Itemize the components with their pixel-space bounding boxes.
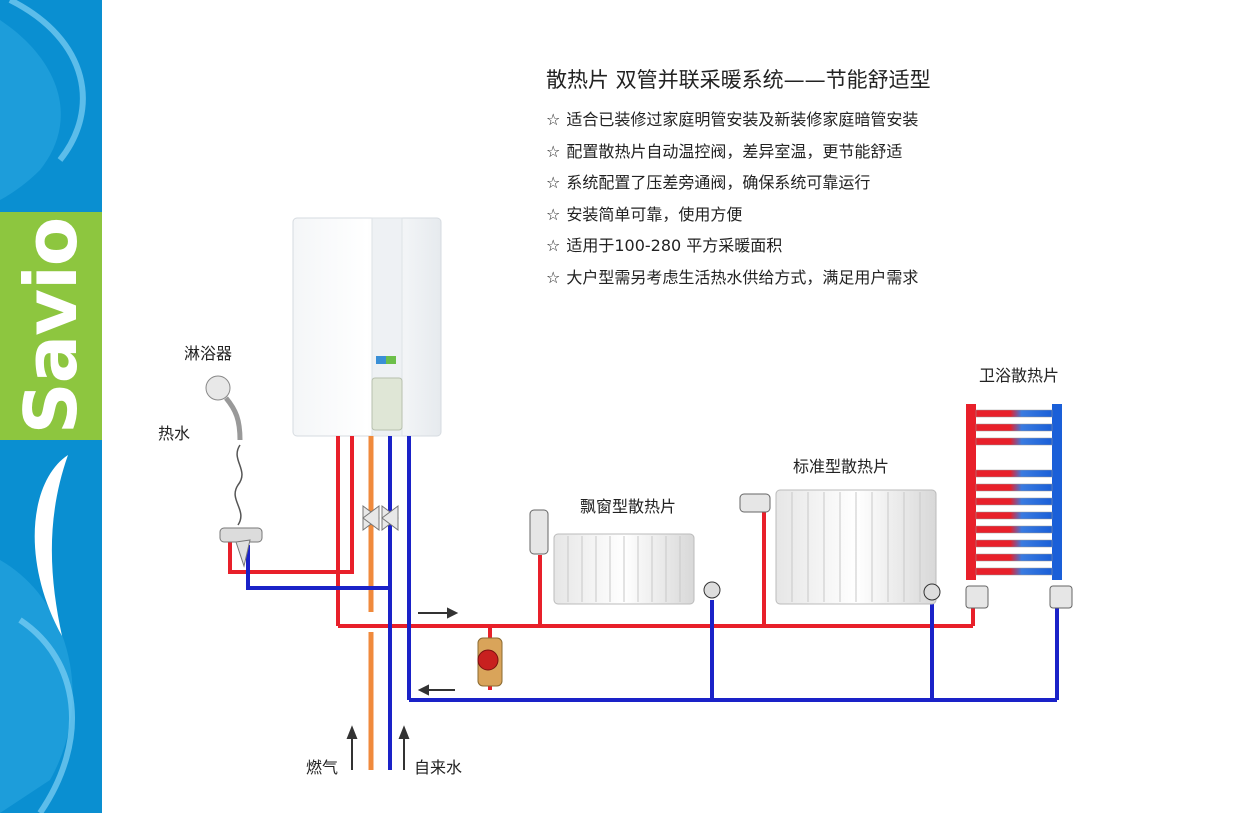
shower-label: 淋浴器 <box>184 344 233 363</box>
tap-water-label: 自来水 <box>414 758 463 777</box>
bay-window-radiator <box>529 509 721 605</box>
thermostatic-valve-icon <box>739 493 771 513</box>
logo-band <box>0 212 102 440</box>
standard-radiator-label: 标准型散热片 <box>793 457 890 476</box>
feature-item: ☆配置散热片自动温控阀，差异室温，更节能舒适 <box>546 141 903 161</box>
bathroom-radiator-label: 卫浴散热片 <box>979 366 1060 385</box>
feature-item: ☆适合已装修过家庭明管安装及新装修家庭暗管安装 <box>546 110 919 129</box>
feature-item: ☆大户型需另考虑生活热水供给方式，满足用户需求 <box>546 267 919 287</box>
feature-item: ☆系统配置了压差旁通阀，确保系统可靠运行 <box>546 173 871 192</box>
star-icon: ☆ <box>546 141 561 161</box>
star-icon: ☆ <box>546 110 561 129</box>
shower-head-icon <box>205 375 263 568</box>
standard-radiator <box>739 489 941 605</box>
page-title: 散热片 双管并联采暖系统——节能舒适型 <box>546 68 931 92</box>
sidebar-swirl-decoration <box>0 0 86 813</box>
differential-bypass-valve <box>477 637 503 687</box>
hot-water-label: 热水 <box>158 424 191 443</box>
star-icon: ☆ <box>546 267 561 287</box>
feature-item: ☆适用于100-280 平方采暖面积 <box>546 236 783 255</box>
valve-icon <box>1049 585 1073 609</box>
gas-label: 燃气 <box>306 758 339 777</box>
wall-boiler <box>292 217 442 437</box>
shutoff-valves <box>362 505 399 531</box>
brand-sidebar: Savio <box>0 0 102 813</box>
star-icon: ☆ <box>546 236 561 255</box>
bathroom-towel-radiator <box>965 404 1073 609</box>
bay-window-radiator-label: 飘窗型散热片 <box>580 497 677 516</box>
boiler-control-panel <box>371 377 403 431</box>
valve-icon <box>965 585 989 609</box>
flow-arrows <box>346 607 459 770</box>
star-icon: ☆ <box>546 173 561 192</box>
thermostatic-valve-icon <box>529 509 549 555</box>
return-pipes <box>246 436 1059 770</box>
feature-item: ☆安装简单可靠，使用方便 <box>546 204 743 224</box>
star-icon: ☆ <box>546 204 561 224</box>
feature-list: ☆适合已装修过家庭明管安装及新装修家庭暗管安装 ☆配置散热片自动温控阀，差异室温… <box>546 104 918 293</box>
